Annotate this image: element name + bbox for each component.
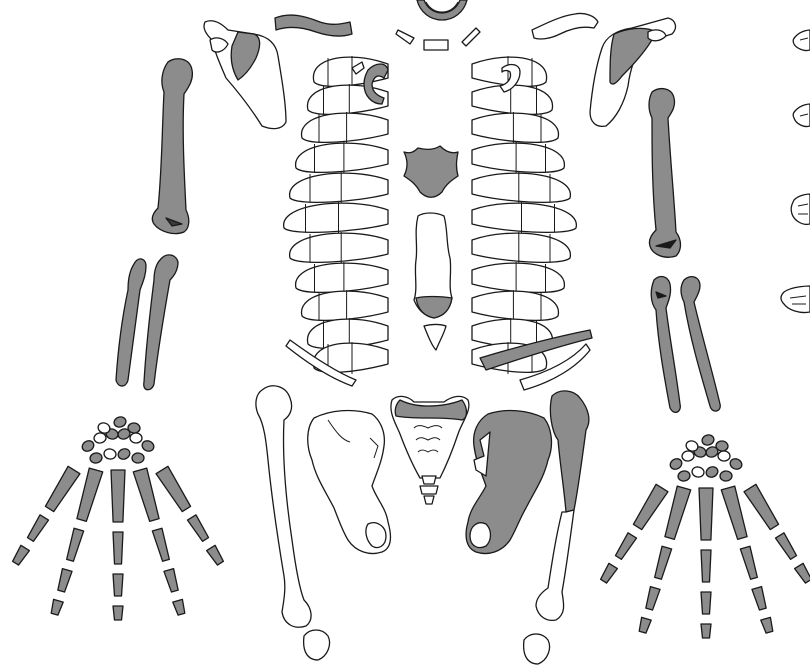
phalanx	[795, 563, 810, 583]
forearm-right	[651, 277, 720, 413]
patella-right	[524, 634, 550, 664]
carpal-bone	[716, 440, 729, 451]
phalanx	[752, 587, 766, 610]
os-coxae-right	[466, 411, 551, 554]
rib-left-5	[290, 173, 388, 202]
phalanx	[152, 528, 169, 561]
rib-left-6	[284, 203, 388, 232]
phalanx	[113, 606, 123, 620]
carpal-bone	[681, 450, 694, 461]
carpal-bone	[701, 433, 715, 446]
rib-right-6	[472, 203, 576, 232]
sacrum	[391, 396, 469, 478]
rib-left-9	[302, 291, 388, 320]
carpal-bone	[718, 451, 730, 461]
metacarpal	[744, 484, 779, 529]
forearm-left	[116, 255, 178, 390]
rib-right-2	[472, 85, 553, 114]
carpal-bone	[704, 465, 719, 479]
carpals-left	[80, 415, 155, 464]
metacarpal	[133, 468, 159, 521]
carpal-bone	[103, 448, 117, 460]
carpal-bone	[132, 453, 145, 464]
carpal-bone	[113, 415, 127, 428]
phalanx	[113, 574, 123, 596]
phalanx	[776, 533, 797, 560]
phalanx	[207, 545, 224, 565]
xiphoid	[424, 325, 446, 351]
os-coxae-left	[308, 411, 391, 554]
phalanx	[13, 545, 30, 565]
rib-right-4	[472, 143, 564, 172]
phalanx	[67, 528, 84, 561]
carpal-bone	[116, 447, 131, 461]
sternum-body	[414, 213, 452, 318]
rib-left-7	[290, 233, 388, 262]
phalanx	[740, 546, 757, 579]
clavicle-left	[275, 15, 352, 36]
clavicle-right	[532, 13, 598, 38]
phalanx	[646, 587, 660, 610]
rib-left-8	[296, 263, 388, 292]
phalanx	[639, 617, 651, 633]
carpal-bone	[668, 457, 683, 472]
phalanx	[601, 563, 618, 583]
sternum-manubrium	[404, 146, 458, 197]
phalanx	[113, 532, 123, 564]
hand-left	[13, 466, 224, 620]
rib-right-3	[472, 113, 558, 142]
metacarpal	[77, 468, 103, 521]
carpals-right	[668, 433, 743, 482]
metacarpal	[665, 486, 691, 539]
carpal-bone	[130, 433, 142, 443]
metacarpal	[721, 486, 747, 539]
scapula-left	[204, 21, 286, 129]
carpal-bone	[80, 439, 95, 454]
phalanx	[188, 515, 209, 542]
ribs-right	[472, 56, 592, 390]
carpal-bone	[691, 466, 705, 478]
rib-left-3	[302, 113, 388, 142]
rib-left-4	[296, 143, 388, 172]
carpal-bone	[728, 457, 743, 471]
hand-right	[601, 484, 810, 638]
phalanx	[701, 550, 711, 582]
metacarpal	[111, 470, 125, 522]
phalanx	[51, 599, 63, 615]
phalanx	[58, 569, 72, 592]
hyoid-pieces	[396, 28, 480, 50]
humerus-left	[152, 59, 192, 234]
vertebrae-fragments	[781, 30, 810, 313]
rib-right-5	[472, 173, 570, 202]
femur-left	[256, 386, 311, 627]
phalanx	[761, 617, 773, 633]
carpal-bone	[677, 470, 691, 482]
rib-right-9	[472, 291, 558, 320]
carpal-bone	[128, 422, 141, 433]
phalanx	[701, 592, 711, 614]
phalanx	[701, 624, 711, 638]
carpal-bone	[89, 452, 103, 464]
carpal-bone	[93, 432, 106, 443]
rib-right-8	[472, 263, 564, 292]
rib-right-7	[472, 233, 570, 262]
mandible-fragment	[417, 0, 467, 20]
coccyx	[420, 476, 438, 504]
phalanx	[615, 533, 636, 560]
metacarpal	[156, 466, 191, 511]
metacarpal	[45, 466, 80, 511]
carpal-bone	[720, 471, 733, 482]
phalanx	[164, 569, 178, 592]
metacarpal	[699, 488, 713, 540]
metacarpal	[633, 484, 668, 529]
phalanx	[655, 546, 672, 579]
ribs-left	[284, 56, 388, 386]
patella-left	[304, 630, 330, 660]
humerus-right	[649, 89, 681, 258]
carpal-bone	[140, 439, 155, 453]
phalanx	[173, 599, 185, 615]
phalanx	[27, 515, 48, 542]
